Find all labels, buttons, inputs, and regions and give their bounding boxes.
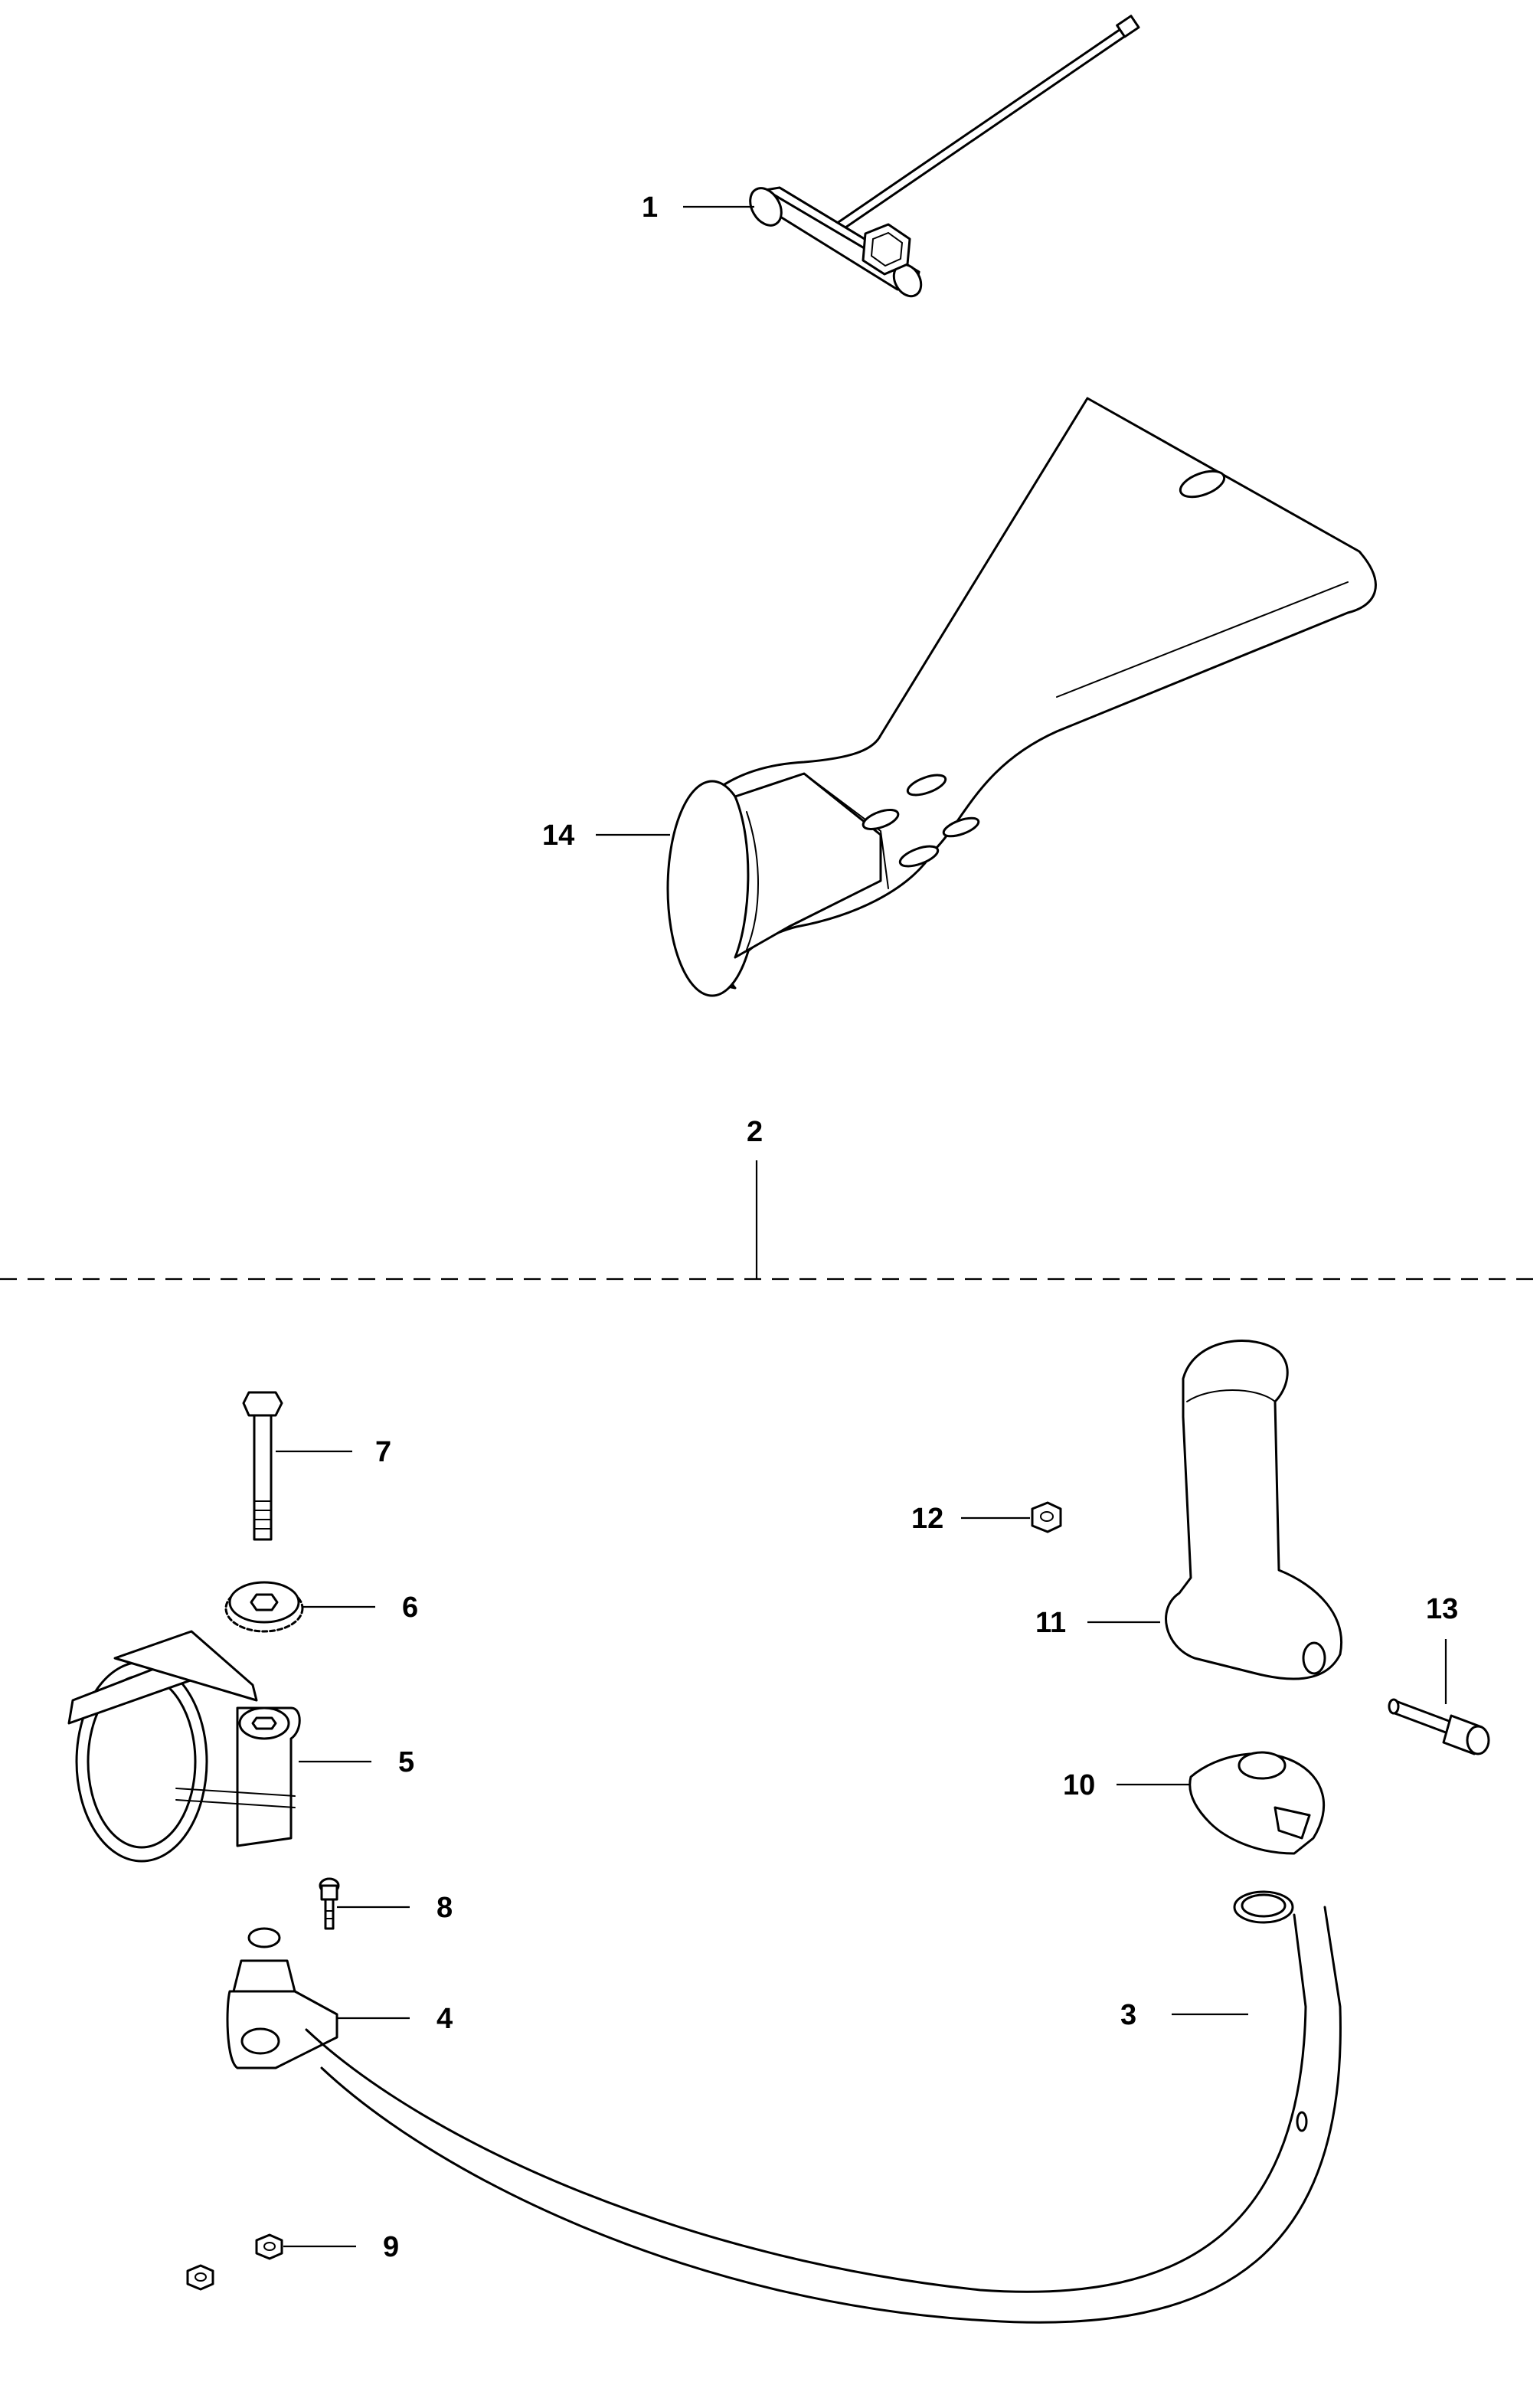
callout-5: 5 [398,1746,414,1778]
part-4-bracket [226,1927,338,2069]
callout-4: 4 [436,2003,453,2035]
part-9-nuts [186,2233,283,2291]
callout-8: 8 [436,1892,453,1924]
part-13-cap-screw [1388,1698,1490,1755]
callout-7: 7 [375,1436,391,1468]
part-1-t-wrench [749,15,1140,298]
callout-10: 10 [1063,1769,1095,1801]
part-11-grip [1165,1340,1342,1680]
callout-12: 12 [911,1503,943,1535]
callout-9: 9 [383,2231,399,2263]
callout-3: 3 [1120,1999,1136,2031]
callout-11: 11 [1035,1607,1066,1639]
part-8-screw [319,1877,340,1930]
part-5-clamp [67,1630,301,1863]
callout-2: 2 [747,1116,763,1148]
callout-1: 1 [642,191,658,224]
callout-13: 13 [1426,1593,1458,1625]
part-14-nozzle [666,397,1377,997]
part-3-loop-handle [305,1890,1342,2324]
part-10-clamp-piece [1189,1751,1326,1855]
part-7-bolt [242,1391,283,1541]
part-12-hex-nut [1031,1501,1062,1533]
callout-6: 6 [402,1592,418,1624]
part-6-washer [224,1581,304,1633]
callout-14: 14 [542,820,574,852]
